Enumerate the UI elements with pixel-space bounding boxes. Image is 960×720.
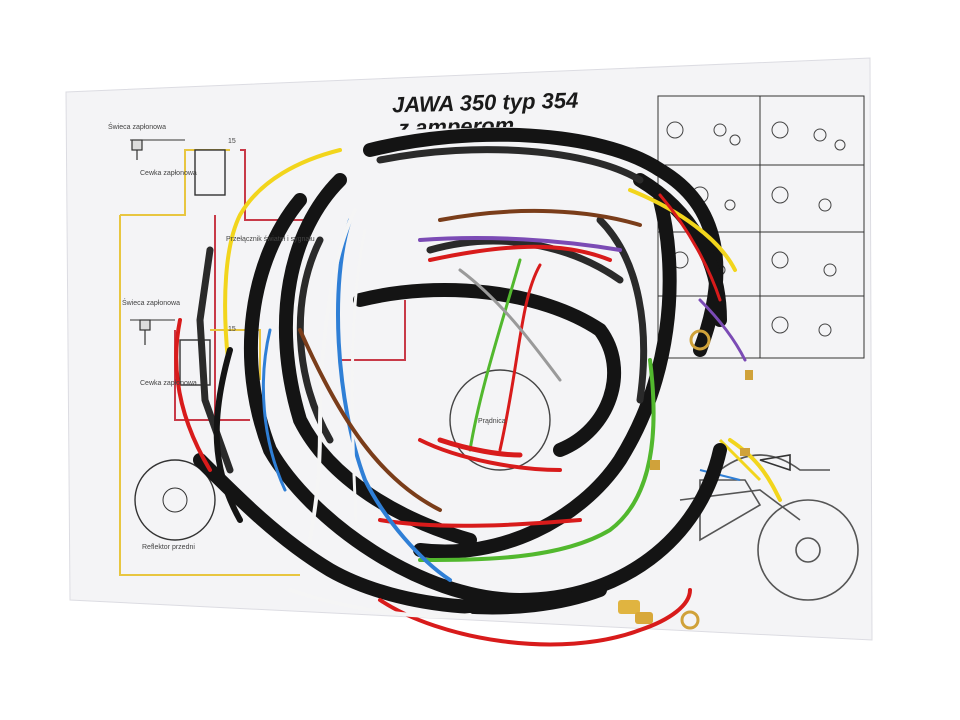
spark-plug-mid-symbol: [139, 319, 151, 345]
label-terminal-15-top: 15: [228, 138, 236, 145]
dynamo-symbol: [449, 369, 551, 471]
wiring-harness: [174, 127, 782, 647]
label-spark-plug-top: Świeca zapłonowa: [108, 124, 166, 131]
label-spark-plug-mid: Świeca zapłonowa: [122, 300, 180, 307]
spark-plug-top-symbol: [131, 139, 143, 160]
wire-terminals: [618, 329, 753, 630]
label-coil-top: Cewka zapłonowa: [140, 170, 197, 177]
headlight-symbol: [134, 459, 216, 541]
label-dynamo: Prądnica: [478, 418, 506, 425]
label-headlight: Reflektor przedni: [142, 544, 195, 551]
label-terminal-15-mid: 15: [228, 326, 236, 333]
coil-top-symbol: [194, 149, 226, 196]
label-switch: Przełącznik świateł i sygnału: [226, 236, 315, 243]
connector-diagrams-grid: [657, 95, 865, 359]
label-coil-mid: Cewka zapłonowa: [140, 380, 197, 387]
